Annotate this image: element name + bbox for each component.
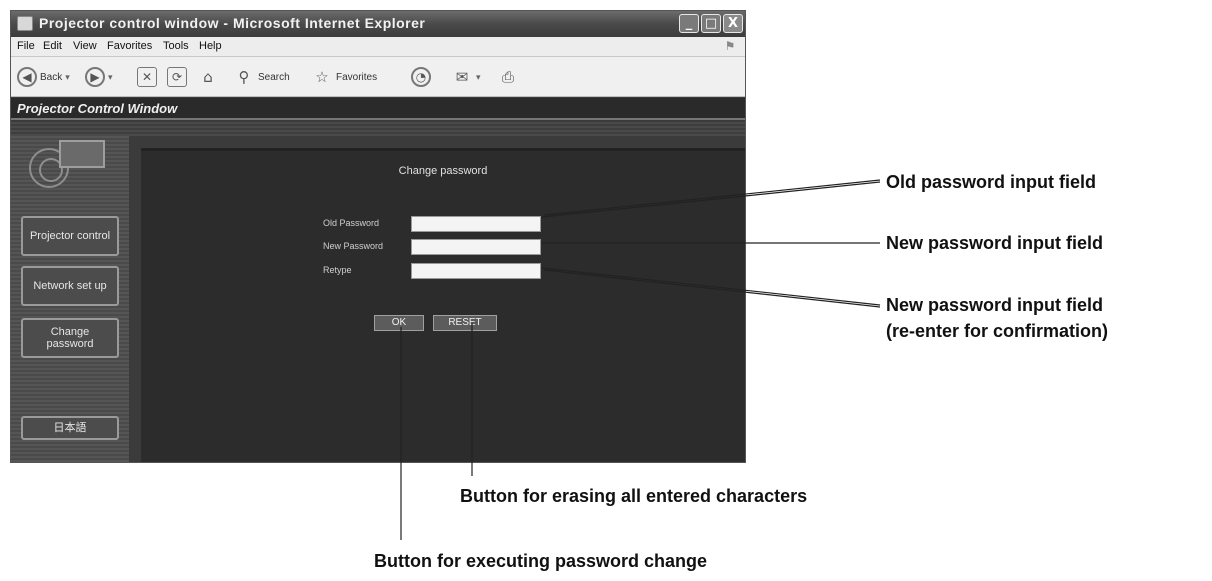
browser-toolbar: ◀ Back ▾ ▶ ▾ ✕ ⟳ ⌂ ⚲ Search ☆ Favorites …	[11, 57, 745, 97]
ie-page-icon	[17, 16, 33, 31]
window-title: Projector control window - Microsoft Int…	[39, 15, 426, 31]
sidebar-item-network-setup[interactable]: Network set up	[21, 266, 119, 306]
stop-icon: ✕	[137, 67, 157, 87]
close-button[interactable]: X	[723, 14, 743, 33]
printer-icon: ⎙	[501, 68, 514, 86]
favorites-button[interactable]: ☆ Favorites	[311, 65, 377, 89]
new-password-input[interactable]	[411, 239, 541, 255]
change-password-panel: Change password Old Password New Passwor…	[141, 148, 745, 462]
mail-button[interactable]: ✉ ▾	[451, 65, 481, 89]
old-password-label: Old Password	[323, 218, 380, 228]
sidebar-item-language[interactable]: 日本語	[21, 416, 119, 440]
title-bar[interactable]: Projector control window - Microsoft Int…	[11, 11, 745, 37]
menu-edit[interactable]: Edit	[43, 40, 62, 52]
chevron-down-icon: ▾	[476, 71, 481, 82]
history-icon: ◔	[411, 67, 431, 87]
sidebar-item-change-password[interactable]: Change password	[21, 318, 119, 358]
search-label: Search	[258, 71, 290, 83]
search-icon: ⚲	[238, 68, 250, 86]
search-button[interactable]: ⚲ Search	[233, 65, 290, 89]
forward-button[interactable]: ▶ ▾	[85, 65, 113, 89]
app-title: Projector Control Window	[17, 101, 178, 116]
refresh-button[interactable]: ⟳	[167, 65, 187, 89]
chevron-down-icon: ▾	[65, 71, 70, 82]
app-header: Projector Control Window	[11, 98, 745, 120]
screen-logo-icon	[59, 140, 105, 168]
sidebar: Projector control Network set up Change …	[11, 136, 129, 462]
browser-window: Projector control window - Microsoft Int…	[10, 10, 746, 463]
history-button[interactable]: ◔	[411, 65, 431, 89]
callout-new-password: New password input field	[886, 233, 1104, 253]
menu-file[interactable]: File	[17, 40, 35, 52]
menu-favorites[interactable]: Favorites	[107, 40, 153, 52]
menu-help[interactable]: Help	[199, 40, 222, 52]
mail-icon: ✉	[455, 68, 469, 86]
back-arrow-icon: ◀	[17, 67, 37, 87]
callout-retype-password-note: (re-enter for confirmation)	[886, 321, 1109, 341]
home-button[interactable]: ⌂	[197, 65, 219, 89]
chevron-down-icon: ▾	[108, 71, 113, 82]
star-icon: ☆	[315, 68, 329, 86]
menu-bar: File Edit View Favorites Tools Help ⚑	[11, 37, 745, 57]
windows-logo-icon: ⚑	[724, 39, 736, 53]
sidebar-item-projector-control[interactable]: Projector control	[21, 216, 119, 256]
header-stripe	[11, 122, 745, 136]
back-label: Back	[40, 71, 63, 83]
menu-tools[interactable]: Tools	[163, 40, 189, 52]
refresh-icon: ⟳	[167, 67, 187, 87]
projector-logo-icon	[29, 148, 69, 188]
minimize-button[interactable]: _	[679, 14, 699, 33]
reset-button[interactable]: RESET	[433, 315, 497, 331]
new-password-label: New Password	[323, 241, 384, 251]
menu-view[interactable]: View	[73, 40, 97, 52]
maximize-button[interactable]: □	[701, 14, 721, 33]
stop-button[interactable]: ✕	[137, 65, 157, 89]
ok-button[interactable]: OK	[374, 315, 424, 331]
page-title: Change password	[398, 165, 488, 177]
favorites-label: Favorites	[336, 71, 378, 83]
callout-ok-button: Button for executing password change	[374, 551, 708, 571]
callout-old-password: Old password input field	[886, 172, 1097, 192]
retype-label: Retype	[323, 265, 352, 275]
retype-password-input[interactable]	[411, 263, 541, 279]
old-password-input[interactable]	[411, 216, 541, 232]
callout-reset-button: Button for erasing all entered character…	[460, 486, 808, 506]
main-content: Change password Old Password New Passwor…	[129, 136, 745, 462]
callout-retype-password: New password input field	[886, 295, 1104, 315]
back-button[interactable]: ◀ Back ▾	[17, 65, 70, 89]
print-button[interactable]: ⎙	[497, 65, 519, 89]
forward-arrow-icon: ▶	[85, 67, 105, 87]
home-icon: ⌂	[203, 68, 213, 86]
